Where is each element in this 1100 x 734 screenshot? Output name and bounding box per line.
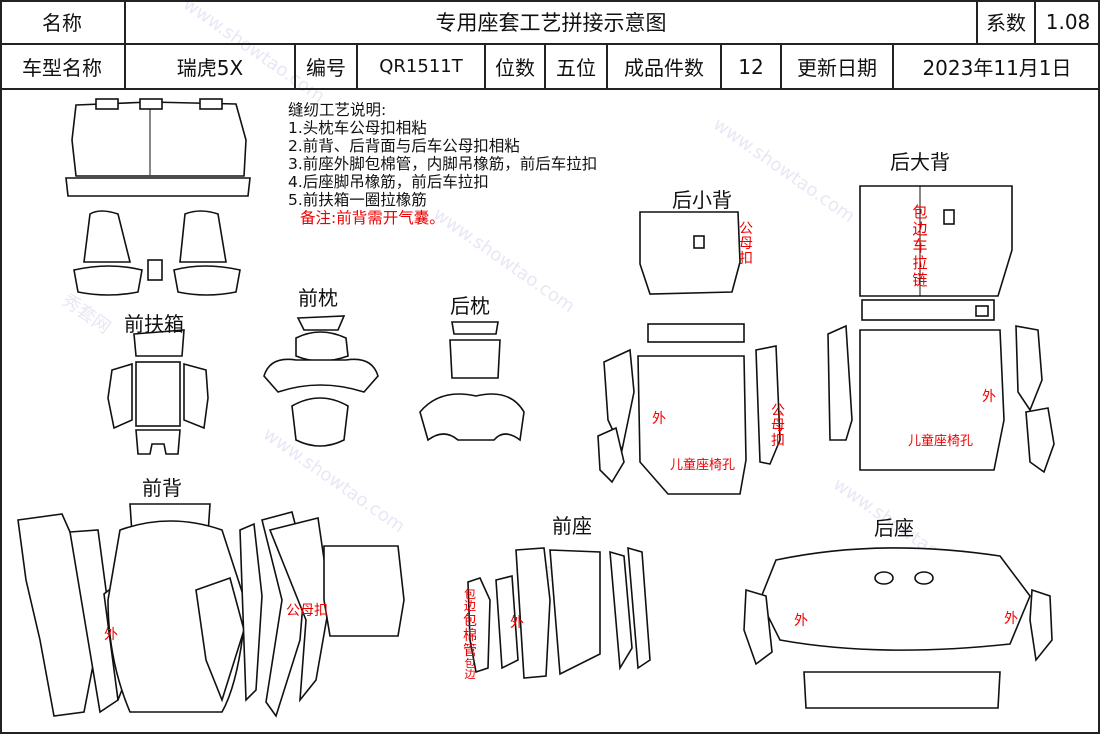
annotation-hem-zip: 包边车拉链 xyxy=(912,203,928,289)
annotation-hem: 包边 xyxy=(464,657,476,681)
seats-value: 五位 xyxy=(546,45,608,90)
annotation-child-seat-hole: 儿童座椅孔 xyxy=(908,434,974,449)
label-front-back: 前背 xyxy=(142,476,182,500)
annotation-outside: 外 xyxy=(104,627,118,643)
front-armrest-pattern xyxy=(107,329,209,455)
pieces-value: 12 xyxy=(722,45,782,90)
pieces-label: 成品件数 xyxy=(608,45,722,90)
label-rear-seat: 后座 xyxy=(874,516,914,540)
date-label: 更新日期 xyxy=(782,45,894,90)
notes-item: 4.后座脚吊橡筋，前后车拉扣 xyxy=(288,173,489,191)
coef-label: 系数 xyxy=(978,0,1036,45)
annotation-outside: 外 xyxy=(982,389,996,405)
label-rear-big-back: 后大背 xyxy=(890,150,950,174)
annotation-cotton-tube: 包棉管 xyxy=(463,613,477,659)
notes-item: 3.前座外脚包棉管，内脚吊橡筋，前后车拉扣 xyxy=(288,155,598,173)
rear-seat-pattern xyxy=(743,547,1053,709)
label-front-armrest: 前扶箱 xyxy=(124,312,184,336)
coef-value: 1.08 xyxy=(1036,0,1100,45)
model-value: 瑞虎5X xyxy=(126,45,296,90)
annotation-snap: 公母扣 xyxy=(739,221,753,267)
model-label: 车型名称 xyxy=(0,45,126,90)
label-front-seat: 前座 xyxy=(552,514,592,538)
label-rear-small-back: 后小背 xyxy=(672,188,732,212)
annotation-snap: 公母扣 xyxy=(771,403,785,449)
header-table: 名称 专用座套工艺拼接示意图 系数 1.08 车型名称 瑞虎5X 编号 QR15… xyxy=(0,0,1100,90)
name-label: 名称 xyxy=(0,0,126,45)
annotation-outside: 外 xyxy=(794,613,808,629)
annotation-outside: 外 xyxy=(652,411,666,427)
annotation-snap: 公母扣 xyxy=(286,603,328,619)
rear-headrest-pattern xyxy=(419,321,525,442)
notes-item: 1.头枕车公母扣相粘 xyxy=(288,119,427,137)
page-title: 专用座套工艺拼接示意图 xyxy=(126,0,978,45)
front-headrest-pattern xyxy=(263,315,379,447)
front-seat-pattern xyxy=(467,546,651,679)
seat-overview-illustration xyxy=(65,98,251,296)
annotation-hem: 包边 xyxy=(463,587,476,613)
notes-remark: 备注:前背需开气囊。 xyxy=(300,209,445,227)
sewing-notes: 缝纫工艺说明: 1.头枕车公母扣相粘 2.前背、后背面与后车公母扣相粘 3.前座… xyxy=(288,101,597,227)
notes-item: 5.前扶箱一圈拉橡筋 xyxy=(288,191,427,209)
code-value: QR1511T xyxy=(358,45,486,90)
rear-small-back-pattern xyxy=(597,211,781,495)
front-back-pattern xyxy=(17,503,405,718)
annotation-outside: 外 xyxy=(1004,611,1018,627)
code-label: 编号 xyxy=(296,45,358,90)
notes-title: 缝纫工艺说明: xyxy=(288,101,387,119)
notes-item: 2.前背、后背面与后车公母扣相粘 xyxy=(288,137,520,155)
seats-label: 位数 xyxy=(486,45,546,90)
label-front-headrest: 前枕 xyxy=(298,286,338,310)
date-value: 2023年11月1日 xyxy=(894,45,1100,90)
rear-big-back-pattern xyxy=(827,185,1055,474)
label-rear-headrest: 后枕 xyxy=(450,294,490,318)
annotation-outside: 外 xyxy=(510,615,524,631)
annotation-child-seat-hole: 儿童座椅孔 xyxy=(670,458,736,473)
